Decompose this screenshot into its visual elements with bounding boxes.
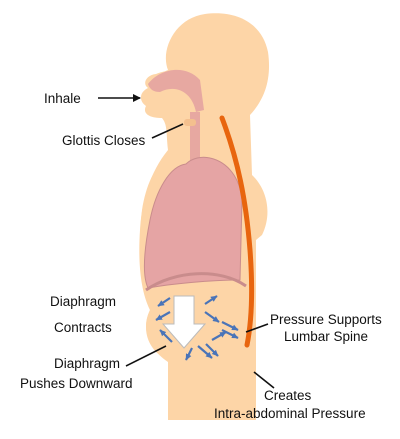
small-blue-arrow-icon: [221, 321, 239, 331]
label-diaphragm-pushes-line2: Pushes Downward: [20, 376, 133, 391]
label-pressure-supports-line1: Pressure Supports: [270, 312, 382, 327]
small-blue-arrow-icon: [205, 343, 219, 357]
small-blue-arrow-icon: [185, 347, 193, 361]
leader-lines: [98, 94, 275, 389]
diaphragm: [145, 272, 247, 292]
small-blue-arrow-icon: [197, 345, 213, 359]
nasal-oral-cavity: [148, 69, 204, 112]
lung: [143, 156, 243, 289]
label-diaphragm-pushes-line1: Diaphragm: [54, 356, 120, 371]
spine: [219, 115, 255, 348]
label-pressure-supports-line2: Lumbar Spine: [284, 329, 368, 344]
glottis-shape: [184, 119, 196, 126]
small-blue-arrow-icon: [221, 329, 239, 339]
creates-leader: [253, 371, 275, 389]
small-blue-arrow-icon: [204, 295, 218, 305]
label-creates-line1: Creates: [264, 388, 312, 403]
small-blue-arrow-icon: [155, 311, 171, 321]
small-blue-arrow-icon: [159, 329, 173, 343]
label-creates-line2: Intra-abdominal Pressure: [214, 406, 366, 421]
label-glottis-closes: Glottis Closes: [62, 133, 146, 148]
label-diaphragm-contracts-line2: Contracts: [54, 320, 112, 335]
small-blue-arrow-icon: [157, 297, 171, 307]
glottis-leader: [151, 123, 184, 139]
label-inhale: Inhale: [44, 91, 81, 106]
small-blue-arrow-icon: [204, 311, 220, 323]
trachea: [190, 112, 200, 170]
big-white-down-arrow-icon: [161, 295, 207, 349]
small-blue-arrow-icon: [211, 331, 227, 341]
labels: Inhale Glottis Closes Diaphragm Contract…: [20, 91, 382, 421]
diaphragm-pushes-leader: [125, 345, 167, 367]
airway: [148, 69, 204, 170]
pressure-arrows: [155, 295, 239, 361]
pressure-supports-leader: [245, 323, 269, 333]
label-diaphragm-contracts-line1: Diaphragm: [50, 294, 116, 309]
